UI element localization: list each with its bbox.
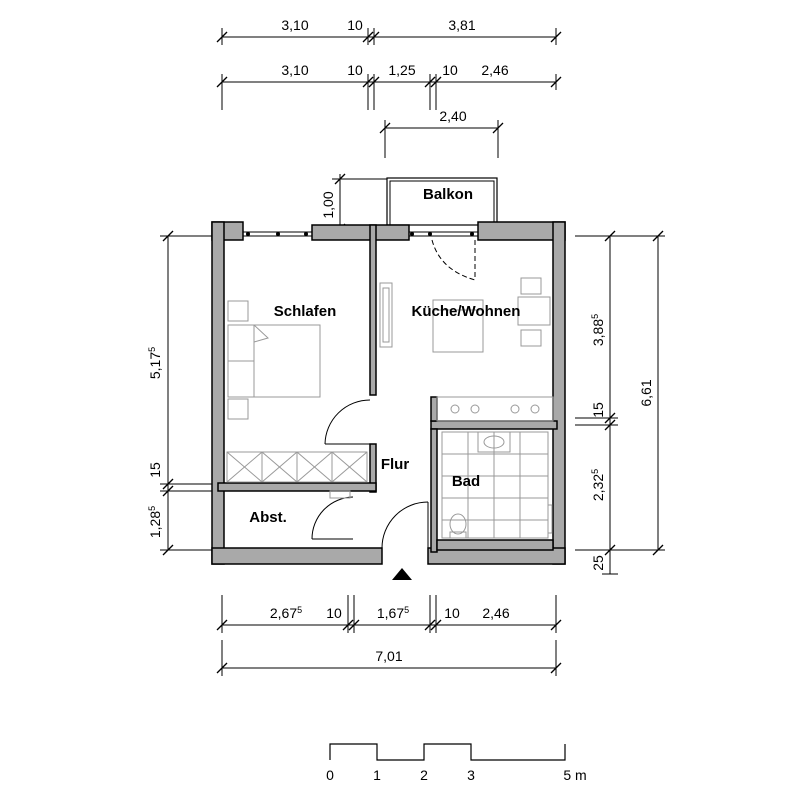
dim-top-3: 2,40 bbox=[439, 108, 466, 124]
dim-left-abst: 1,285 bbox=[147, 506, 163, 538]
bottom-dimensions: 2,675 10 1,675 10 2,46 7,01 bbox=[216, 595, 562, 676]
room-balkon: Balkon bbox=[423, 186, 473, 203]
dim-bottom-total: 7,01 bbox=[375, 648, 402, 664]
dim-top-1b: 10 bbox=[347, 17, 363, 33]
top-dimensions: 3,10 10 3,81 3,10 10 1,25 10 2,46 2,40 bbox=[216, 17, 562, 158]
walls bbox=[211, 221, 566, 565]
dim-left-wall: 15 bbox=[147, 462, 163, 478]
left-dimensions: 5,175 15 1,285 bbox=[147, 230, 215, 556]
dim-top-2d: 10 bbox=[442, 62, 458, 78]
room-bad: Bad bbox=[452, 473, 480, 490]
dim-top-1c: 3,81 bbox=[448, 17, 475, 33]
room-flur: Flur bbox=[381, 456, 409, 473]
dim-bottom-1d: 10 bbox=[444, 605, 460, 621]
room-abst: Abst. bbox=[249, 509, 287, 526]
right-dimensions: 3,885 15 2,325 25 6,61 bbox=[575, 230, 665, 575]
room-kueche-wohnen: Küche/Wohnen bbox=[412, 303, 521, 320]
dim-right-wall: 15 bbox=[590, 402, 606, 418]
dim-bottom-1b: 10 bbox=[326, 605, 342, 621]
scale-label-0: 0 bbox=[326, 767, 334, 783]
scale-bar: 0 1 2 3 5 m bbox=[326, 743, 587, 783]
room-schlafen: Schlafen bbox=[274, 303, 337, 320]
scale-label-3: 3 bbox=[467, 767, 475, 783]
dim-top-2e: 2,46 bbox=[481, 62, 508, 78]
dim-right-bottom: 25 bbox=[590, 555, 606, 571]
scale-label-1: 1 bbox=[373, 767, 381, 783]
dim-right-total: 6,61 bbox=[638, 379, 654, 406]
dim-bottom-1c: 1,675 bbox=[377, 605, 409, 621]
dim-top-1a: 3,10 bbox=[281, 17, 308, 33]
furniture bbox=[226, 277, 554, 539]
entrance-arrow-icon bbox=[392, 568, 412, 580]
scale-label-2: 2 bbox=[420, 767, 428, 783]
dim-top-2b: 10 bbox=[347, 62, 363, 78]
dim-left-schlafen: 5,175 bbox=[147, 347, 163, 379]
doors bbox=[311, 239, 476, 549]
scale-label-5m: 5 m bbox=[563, 767, 586, 783]
windows bbox=[243, 231, 478, 237]
balkon bbox=[386, 177, 498, 226]
dim-bottom-1e: 2,46 bbox=[482, 605, 509, 621]
dim-balkon-depth: 1,00 bbox=[320, 191, 336, 218]
dim-right-bad: 2,325 bbox=[590, 469, 606, 501]
balkon-depth-dimension: 1,00 bbox=[320, 173, 390, 236]
dim-right-kueche: 3,885 bbox=[590, 314, 606, 346]
dim-bottom-1a: 2,675 bbox=[270, 605, 302, 621]
dim-top-2c: 1,25 bbox=[388, 62, 415, 78]
room-labels: Schlafen Küche/Wohnen Balkon Flur Bad Ab… bbox=[249, 186, 520, 526]
dim-top-2a: 3,10 bbox=[281, 62, 308, 78]
